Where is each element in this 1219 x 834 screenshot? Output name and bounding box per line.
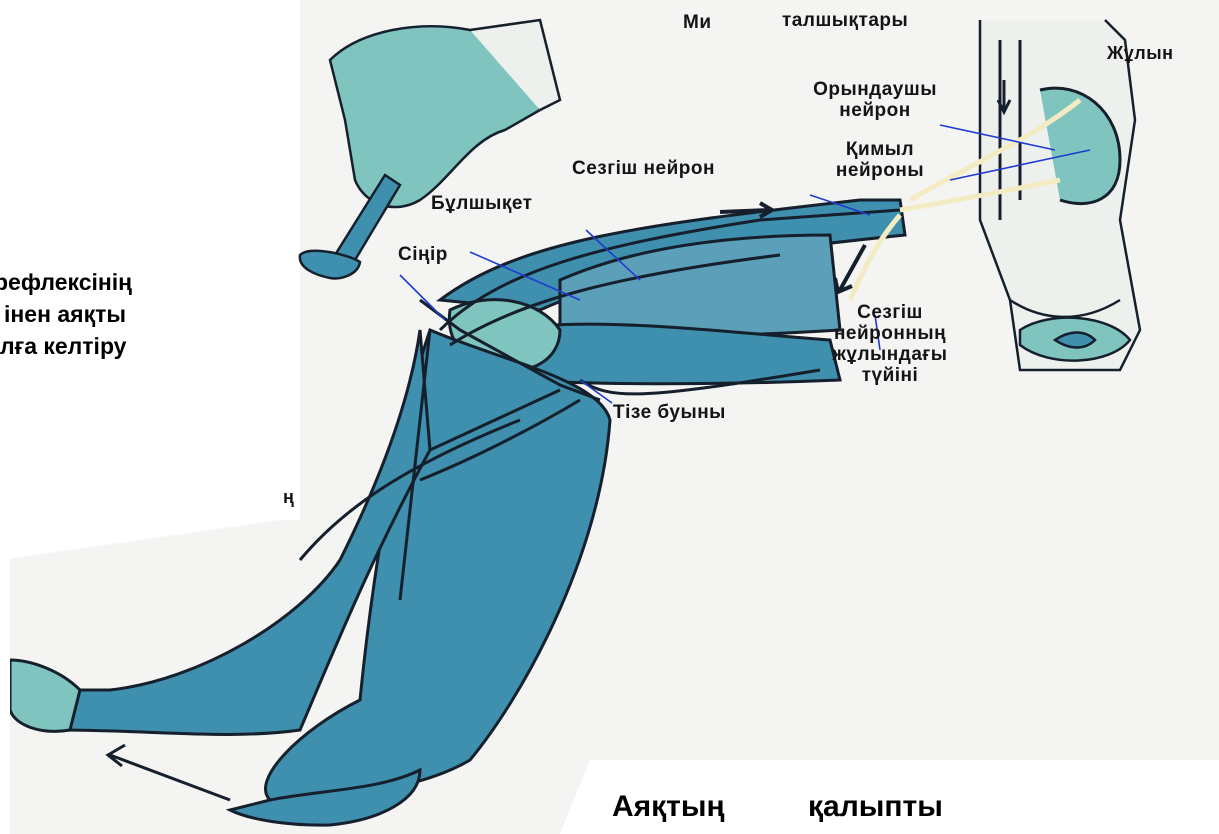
label-bulshyqet: Бұлшықет: [431, 194, 533, 215]
label-qimyl-neirony: Қимыл нейроны: [805, 140, 955, 182]
label-oryndaushy-line2: нейрон: [790, 101, 960, 122]
label-qimyl-line1: Қимыл: [805, 140, 955, 161]
label-zhulyn: Жұлын: [1107, 44, 1173, 64]
upper-left-white-area: [0, 0, 300, 520]
label-talshyqtary: талшықтары: [782, 11, 908, 32]
side-caption: рефлексінің інен аяқты лға келтіру: [0, 266, 132, 363]
bottom-caption-word2: қалыпты: [808, 790, 943, 823]
side-caption-line2: інен аяқты: [0, 298, 132, 330]
label-sezgish-node-line2: нейронның: [815, 324, 965, 345]
label-mi: Ми: [683, 13, 712, 34]
label-oryndaushy-line1: Орындаушы: [790, 80, 960, 101]
lower-left-white-band: [0, 520, 10, 834]
label-sezgish-node-line1: Сезгіш: [815, 303, 965, 324]
label-sezgish-node: Сезгіш нейронның жұлындағы түйіні: [815, 303, 965, 387]
side-caption-line3: лға келтіру: [0, 330, 132, 362]
label-sezgish-neiron: Сезгіш нейрон: [572, 159, 715, 180]
label-sezgish-node-line3: жұлындағы: [815, 345, 965, 366]
label-tize-buyny: Тізе буыны: [613, 403, 726, 424]
label-sinir: Сіңір: [398, 245, 448, 266]
label-qimyl-line2: нейроны: [805, 161, 955, 182]
bottom-caption-word1: Аяқтың: [612, 790, 725, 823]
label-oryndaushy-neiron: Орындаушы нейрон: [790, 80, 960, 122]
label-sezgish-node-line4: түйіні: [815, 366, 965, 387]
side-caption-fragment: ң: [283, 488, 294, 508]
side-caption-line1: рефлексінің: [0, 266, 132, 298]
